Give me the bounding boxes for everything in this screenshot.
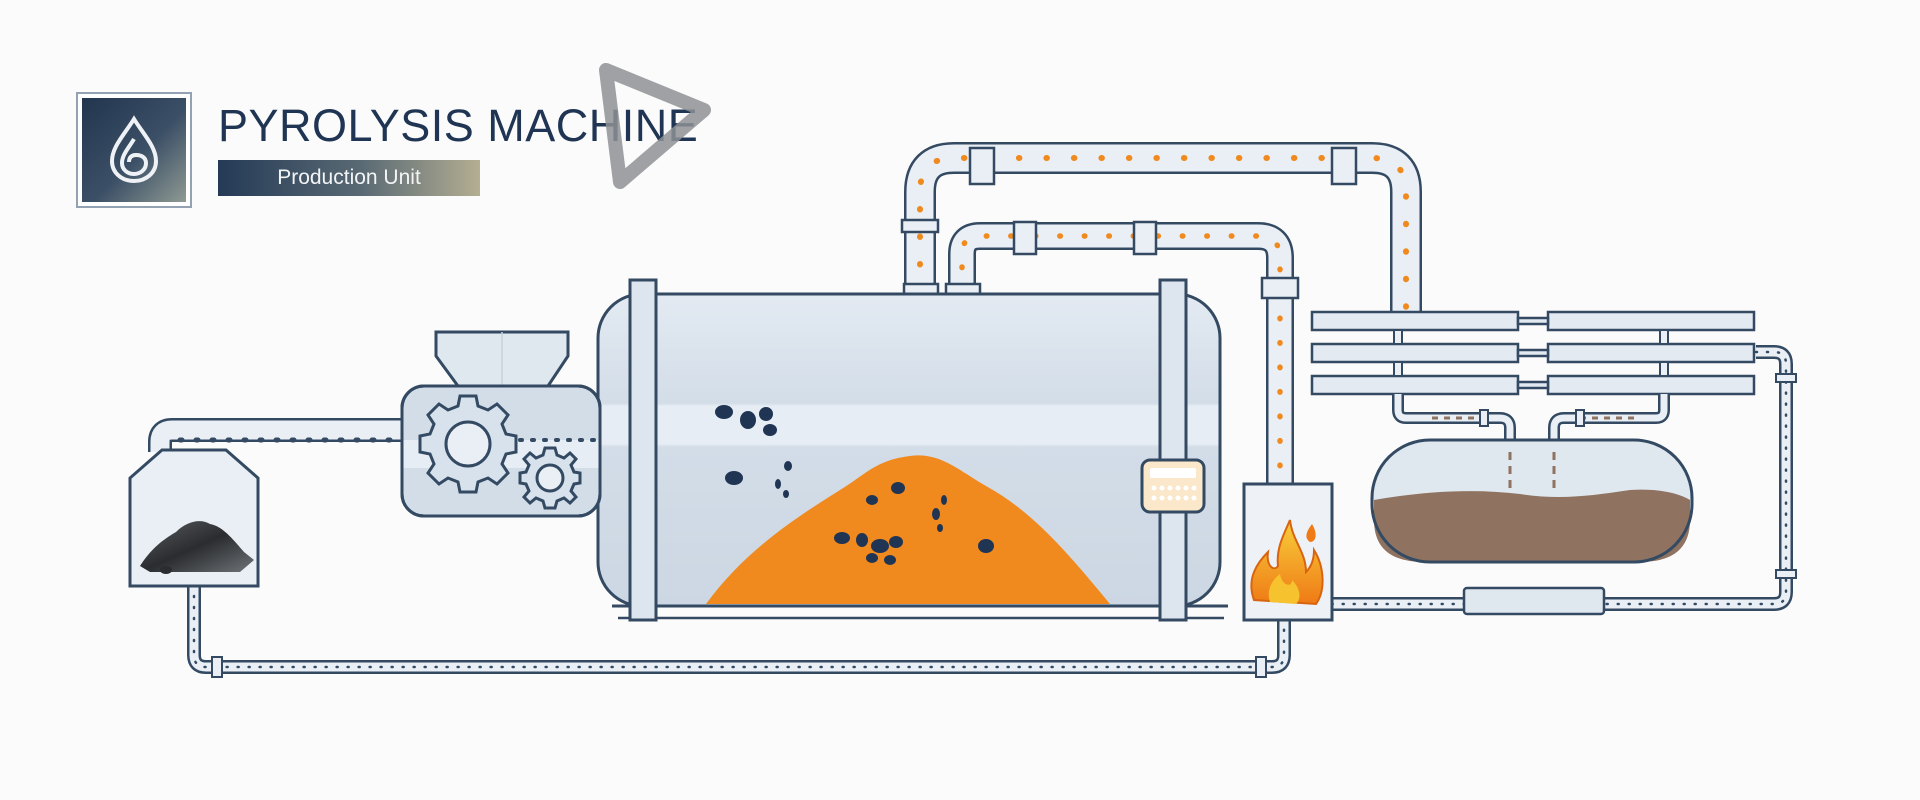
oil-tank bbox=[1370, 438, 1694, 564]
small-gear-icon bbox=[518, 446, 582, 510]
reactor-tank bbox=[596, 278, 1228, 622]
subtitle-badge: Production Unit bbox=[218, 160, 480, 196]
dark-chunks bbox=[834, 482, 994, 565]
vapor-pipe-inner bbox=[944, 220, 1300, 487]
vapor-pipe-outer bbox=[900, 142, 1422, 315]
raw-material-pile bbox=[140, 521, 254, 572]
raw-material-bin bbox=[128, 448, 260, 588]
heated-feedstock-pile bbox=[706, 455, 1110, 604]
condenser-rack bbox=[1310, 310, 1756, 452]
control-panel bbox=[1140, 458, 1206, 514]
gas-return-pipe bbox=[1330, 345, 1797, 616]
falling-particles bbox=[715, 405, 792, 498]
flame-icon bbox=[1250, 519, 1324, 606]
screw-feeder bbox=[400, 330, 602, 518]
large-gear-icon bbox=[418, 394, 518, 494]
oil-drop-spiral-icon bbox=[109, 115, 159, 184]
burner bbox=[1242, 482, 1334, 622]
play-triangle-icon[interactable] bbox=[592, 58, 722, 198]
return-pipe bbox=[187, 578, 1291, 678]
brand-logo bbox=[76, 92, 192, 208]
feed-conveyor bbox=[148, 418, 431, 452]
